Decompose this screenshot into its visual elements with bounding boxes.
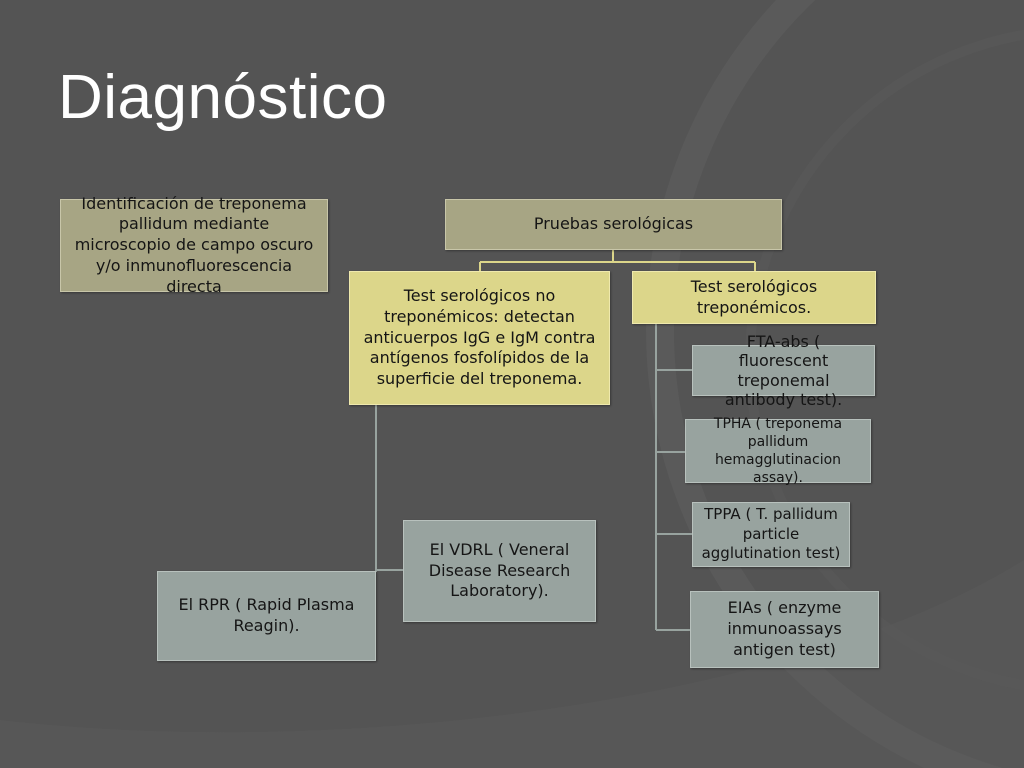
pruebas-serologicas-box: Pruebas serológicas: [445, 199, 782, 250]
slide-title: Diagnóstico: [58, 63, 388, 132]
fta-abs-box: FTA-abs ( fluorescent treponemal antibod…: [692, 332, 875, 409]
no-treponemicos-box: Test serológicos no treponémicos: detect…: [349, 271, 610, 405]
tpha-box: TPHA ( treponema pallidum hemagglutinaci…: [685, 416, 871, 486]
eias-box: EIAs ( enzyme inmunoassays antigen test): [690, 591, 879, 668]
vdrl-box: El VDRL ( Veneral Disease Research Labor…: [403, 520, 596, 622]
treponemicos-box: Test serológicos treponémicos.: [632, 271, 876, 324]
rpr-box: El RPR ( Rapid Plasma Reagin).: [157, 571, 376, 661]
identificacion-box: Identificación de treponema pallidum med…: [60, 194, 328, 296]
tppa-box: TPPA ( T. pallidum particle agglutinatio…: [692, 502, 850, 567]
